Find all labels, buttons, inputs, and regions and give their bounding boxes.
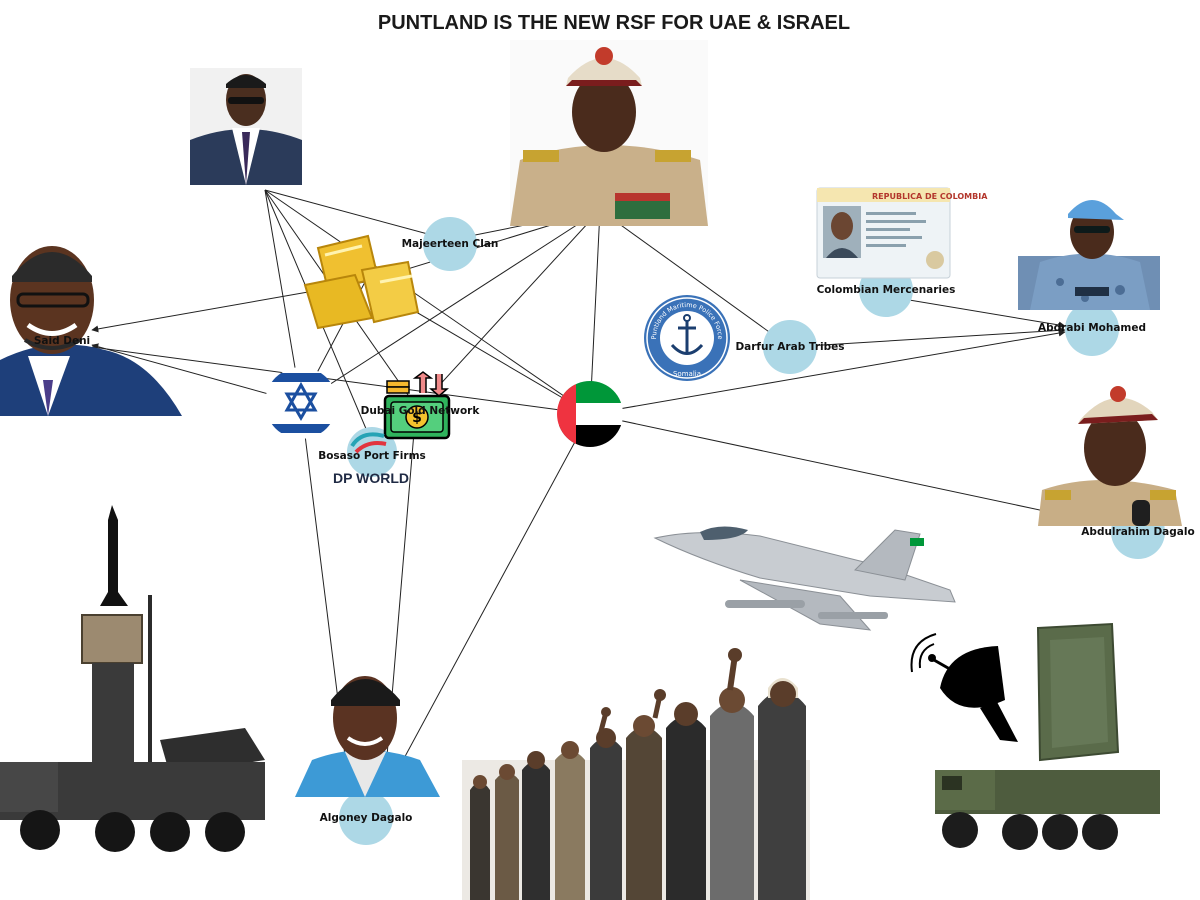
person-photo-algoney	[295, 676, 440, 797]
label-algoney-dagalo: Algoney Dagalo	[320, 812, 413, 824]
uae-flag-icon	[557, 381, 623, 447]
label-darfur-arab-tribes: Darfur Arab Tribes	[735, 341, 844, 353]
person-photo-abdrabi	[1018, 200, 1160, 310]
label-dubai-network: Dubai Gold Network	[361, 405, 481, 417]
colombian-id-card: REPUBLICA DE COLOMBIA	[816, 187, 988, 279]
fighter-jet-image	[653, 526, 956, 631]
edge	[434, 209, 601, 391]
edge	[884, 295, 1066, 329]
node-circles	[339, 217, 1165, 845]
label-abdulrahim-dagalo: Abdulrahim Dagalo	[1081, 526, 1194, 538]
fighters-crowd-image	[462, 648, 810, 900]
pmpf-emblem-icon	[644, 295, 730, 381]
edge	[264, 189, 591, 415]
pmpf-somalia-text: Somalia	[673, 370, 701, 378]
label-bosaso-port: Bosaso Port Firms	[318, 450, 426, 462]
edge	[589, 209, 601, 415]
node-darfur-arab-tribes	[763, 320, 817, 374]
dp-world-logo: DP WORLD	[333, 432, 409, 486]
person-photo-military-general	[510, 40, 708, 226]
svg-text:REPUBLICA DE COLOMBIA: REPUBLICA DE COLOMBIA	[872, 192, 988, 201]
israel-flag-icon	[265, 367, 337, 439]
edge	[91, 343, 302, 404]
edge	[599, 209, 791, 348]
person-photo-abdulrahim	[1038, 386, 1182, 526]
edge	[300, 209, 601, 404]
label-majeerteen-clan: Majeerteen Clan	[402, 238, 499, 250]
missile-launcher-image	[0, 505, 265, 852]
edge	[589, 413, 1111, 526]
edge	[91, 346, 591, 415]
dp-world-text: DP WORLD	[333, 470, 409, 486]
edge	[264, 189, 451, 241]
label-abdrabi-mohamed: Abdrabi Mohamed	[1038, 322, 1146, 334]
edge	[394, 413, 591, 776]
node-majeerteen-clan	[423, 217, 477, 271]
person-photo-suit-glasses	[190, 68, 302, 185]
node-algoney-dagalo	[339, 791, 393, 845]
edge	[789, 326, 1066, 348]
edges	[91, 189, 1111, 781]
gold-bars-icon	[303, 234, 420, 330]
person-photo-said-deni	[0, 246, 182, 416]
radar-truck-image	[935, 622, 1160, 850]
label-colombian-mercenaries: Colombian Mercenaries	[817, 284, 956, 296]
node-abdrabi-mohamed	[1065, 302, 1119, 356]
diagram-title: PUNTLAND IS THE NEW RSF FOR UAE & ISRAEL	[377, 12, 851, 34]
svg-text:$: $	[412, 410, 422, 426]
satellite-dish-icon	[910, 633, 1018, 742]
edge	[589, 329, 1066, 415]
label-said-deni: Said Deni	[34, 335, 90, 347]
money-transfer-icon: $	[383, 371, 451, 440]
